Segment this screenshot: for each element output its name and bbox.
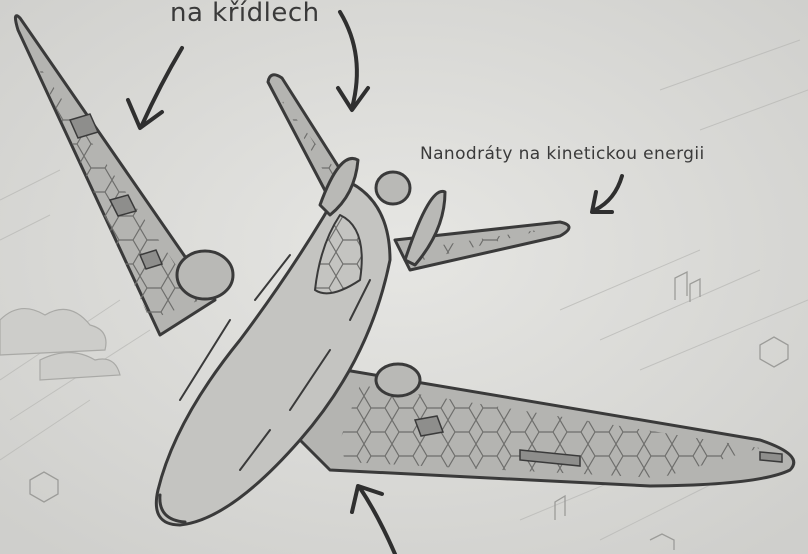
engine-right <box>376 364 420 396</box>
nanowires-label: Nanodráty na kinetickou energii <box>420 144 705 164</box>
engine-left <box>177 251 233 299</box>
wings-label: na křídlech <box>170 0 320 28</box>
tail-engine <box>376 172 410 204</box>
